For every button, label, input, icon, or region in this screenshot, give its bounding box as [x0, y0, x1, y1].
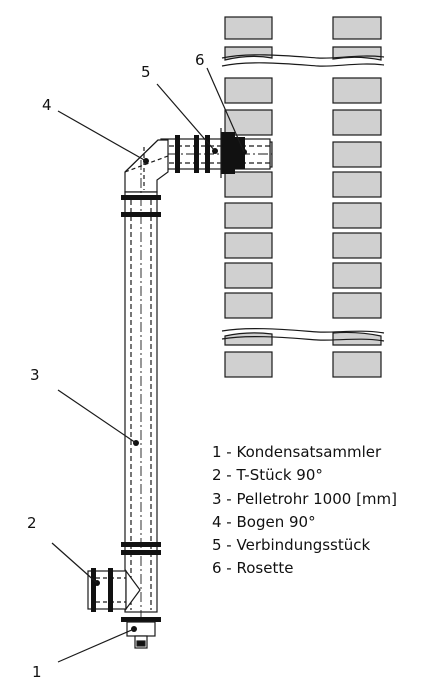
leader-line-5: [156, 83, 216, 152]
brick-wall: [224, 16, 382, 378]
leader-lines: [51, 67, 245, 663]
callout-5: 5: [141, 63, 151, 81]
brick-partials: [224, 46, 382, 346]
vertical-pipe-clamps: [121, 195, 161, 622]
legend-item-3: 3 - Pelletrohr 1000 [mm]: [212, 489, 398, 508]
leader-line-4: [57, 110, 147, 162]
legend-item-4: 4 - Bogen 90°: [212, 512, 316, 531]
wall-break-lines: [221, 54, 385, 342]
elbow-90: [124, 139, 169, 193]
condensate-collector: [126, 621, 156, 649]
rosette: [220, 128, 245, 178]
leader-line-6: [206, 67, 245, 153]
leader-line-3: [57, 389, 137, 444]
legend-item-1: 1 - Kondensatsammler: [212, 443, 382, 461]
callout-1: 1: [32, 663, 42, 681]
callout-3: 3: [30, 366, 40, 384]
legend-item-6: 6 - Rosette: [212, 559, 294, 578]
horizontal-pipe-clamps: [175, 135, 210, 173]
legend-item-5: 5 - Verbindungsstück: [212, 536, 371, 555]
legend: 1 - Kondensatsammler 2 - T-Stück 90° 3 -…: [212, 441, 397, 581]
leader-line-1: [57, 628, 135, 663]
callout-4: 4: [42, 96, 52, 114]
brick-column-left: [224, 16, 273, 378]
t-piece-clamps: [91, 568, 113, 612]
callout-6: 6: [195, 51, 205, 69]
leader-line-2: [51, 542, 98, 584]
legend-item-2: 2 - T-Stück 90°: [212, 466, 323, 485]
callout-2: 2: [27, 514, 37, 532]
brick-column-right: [332, 16, 382, 378]
